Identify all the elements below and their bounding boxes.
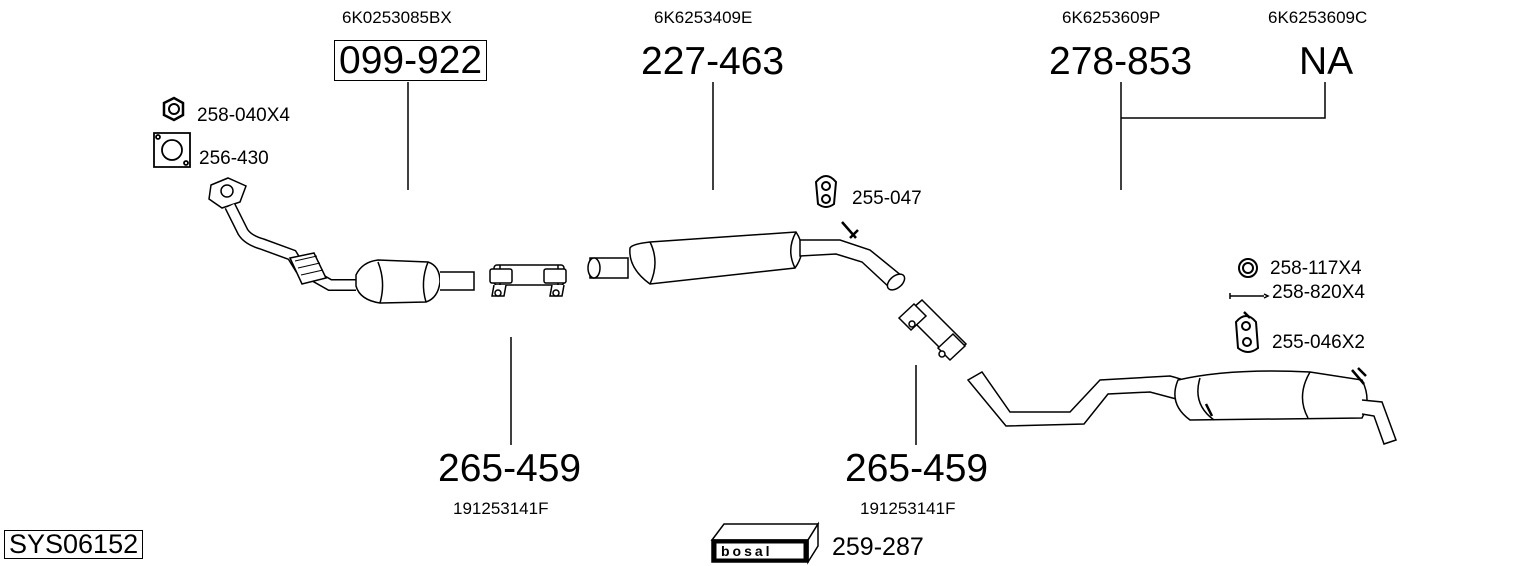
gasket-part-number[interactable]: 256-430 xyxy=(199,148,269,169)
middle-silencer-drawing xyxy=(587,221,906,291)
bolt-part-number[interactable]: 258-820X4 xyxy=(1272,282,1365,303)
bosal-kit-icon xyxy=(710,521,820,565)
rear-silencer-oem: 6K6253609P xyxy=(1062,8,1161,27)
middle-silencer-oem: 6K6253409E xyxy=(654,8,753,27)
clamp-2-oem: 191253141F xyxy=(860,499,956,518)
rubber-mount-2-icon xyxy=(1234,311,1260,353)
nut-icon xyxy=(162,96,185,122)
bolt-icon xyxy=(1229,293,1270,299)
system-code: SYS06152 xyxy=(4,530,144,559)
gasket-icon xyxy=(153,132,191,168)
mounting-kit-part-number[interactable]: 259-287 xyxy=(832,533,924,561)
bosal-logo: bosal xyxy=(721,543,773,559)
rubber-mount-1-icon xyxy=(814,175,838,208)
front-pipe-oem: 6K0253085BX xyxy=(342,8,452,27)
front-pipe-drawing xyxy=(208,177,475,304)
leader-rear-silencer xyxy=(1120,82,1326,190)
leader-lines xyxy=(407,82,1326,445)
rear-silencer-part-number[interactable]: 278-853 xyxy=(1049,40,1193,83)
front-pipe-part-number[interactable]: 099-922 xyxy=(334,40,488,81)
ring-part-number[interactable]: 258-117X4 xyxy=(1270,258,1362,279)
clamp-2-drawing xyxy=(897,298,968,362)
rubber-mount-1-part-number[interactable]: 255-047 xyxy=(852,188,922,209)
nut-part-number[interactable]: 258-040X4 xyxy=(197,105,290,126)
clamp-1-part-number[interactable]: 265-459 xyxy=(438,447,582,490)
clamp-2-part-number[interactable]: 265-459 xyxy=(845,447,989,490)
rear-silencer-drawing xyxy=(966,367,1397,445)
rear-silencer-alt-part-number[interactable]: NA xyxy=(1299,40,1354,83)
rear-silencer-alt-oem: 6K6253609C xyxy=(1268,8,1368,27)
middle-silencer-part-number[interactable]: 227-463 xyxy=(641,40,785,83)
clamp-1-oem: 191253141F xyxy=(453,499,549,518)
clamp-1-drawing xyxy=(489,264,567,297)
rubber-mount-2-part-number[interactable]: 255-046X2 xyxy=(1272,332,1365,353)
ring-icon xyxy=(1238,258,1258,278)
